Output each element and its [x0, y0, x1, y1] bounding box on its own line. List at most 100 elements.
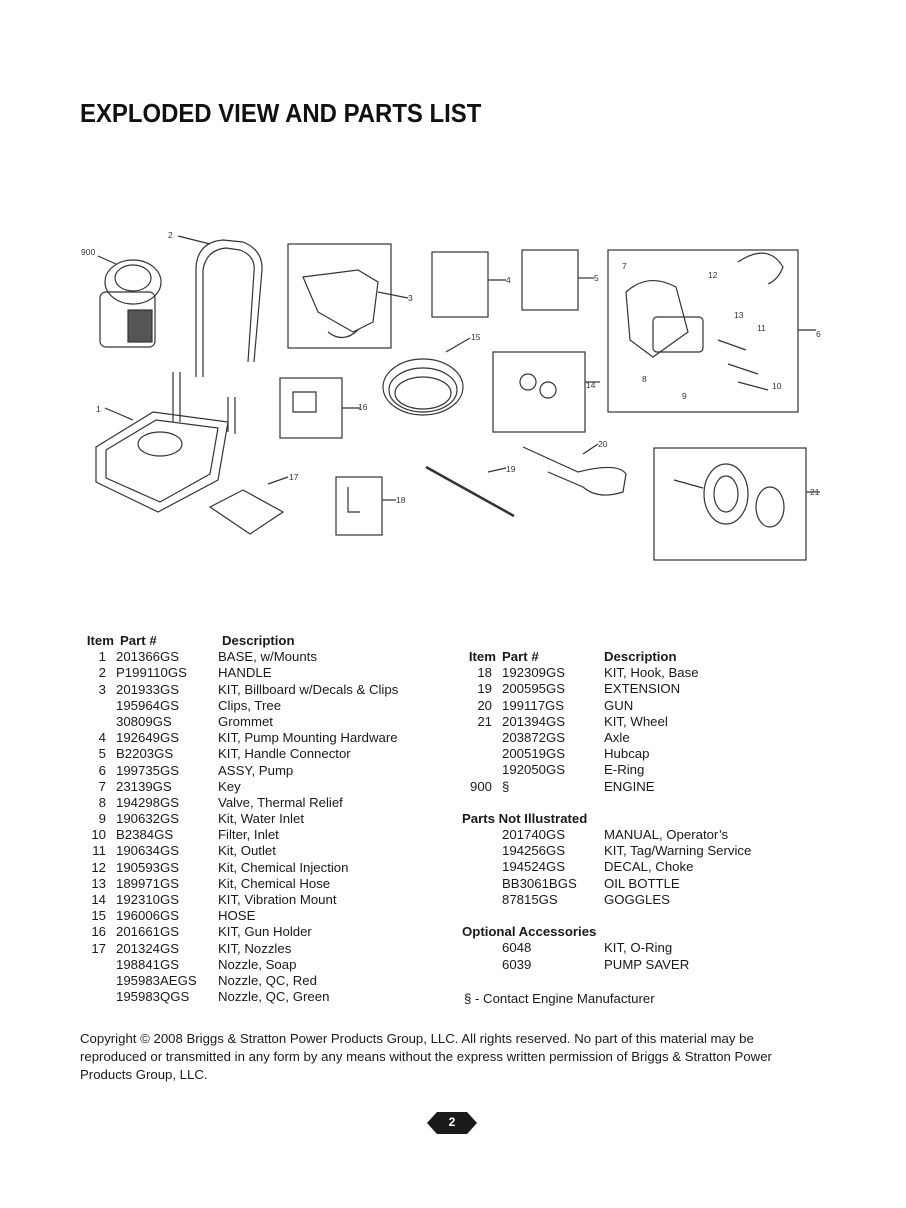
- table-row: 194256GS KIT, Tag/Warning Service: [462, 843, 802, 859]
- part-number: 199735GS: [116, 762, 180, 778]
- svg-text:12: 12: [708, 270, 718, 280]
- item-number: 9: [98, 811, 106, 827]
- item-number: 2: [98, 665, 106, 681]
- part-number: 6048: [502, 940, 532, 956]
- engine-illustration: [97, 255, 162, 348]
- part-description: E-Ring: [604, 762, 645, 778]
- item-number: [84, 698, 116, 714]
- part-number: 190593GS: [116, 859, 180, 875]
- part-number: 201740GS: [502, 827, 566, 843]
- table-row: 192050GS E-Ring: [462, 762, 802, 778]
- svg-text:900: 900: [81, 247, 95, 257]
- item-number: 17: [91, 940, 106, 956]
- svg-text:1: 1: [96, 404, 101, 414]
- part-number: 200595GS: [502, 681, 566, 697]
- part-description: KIT, Handle Connector: [218, 746, 351, 762]
- item-number: 1: [98, 649, 106, 665]
- section-title-accessories: Optional Accessories: [462, 924, 597, 940]
- table-row: 19 200595GS EXTENSION: [462, 681, 802, 697]
- svg-text:18: 18: [396, 495, 406, 505]
- part-number: 195964GS: [116, 697, 180, 713]
- part-number: 195983QGS: [116, 989, 190, 1005]
- table-row: 195964GS Clips, Tree: [84, 698, 444, 714]
- part-number: 194524GS: [502, 859, 566, 875]
- part-description: HOSE: [218, 908, 256, 924]
- svg-text:13: 13: [734, 310, 744, 320]
- header-item: Item: [86, 633, 114, 648]
- part-number: 199117GS: [502, 697, 565, 713]
- part-number: 194256GS: [502, 843, 566, 859]
- callout-labels: 900 2 3 4 5 7 12 13 11 6 8 9 10 15 14 1 …: [81, 230, 821, 505]
- item-number: 12: [91, 859, 106, 875]
- item-number: 21: [477, 713, 492, 729]
- part-description: Kit, Chemical Injection: [218, 859, 349, 875]
- header-part: Part #: [502, 649, 539, 664]
- page-title: EXPLODED VIEW AND PARTS LIST: [80, 98, 482, 128]
- item-number: [84, 989, 116, 1005]
- part-description: KIT, Wheel: [604, 713, 668, 729]
- part-description: Kit, Outlet: [218, 843, 276, 859]
- spacer: [462, 908, 802, 924]
- part-number: 23139GS: [116, 778, 172, 794]
- page-number: 2: [448, 1115, 456, 1129]
- part-description: HANDLE: [218, 665, 272, 681]
- part-description: Grommet: [218, 713, 273, 729]
- part-number: 192310GS: [116, 892, 180, 907]
- svg-text:4: 4: [506, 275, 511, 285]
- svg-text:15: 15: [471, 332, 481, 342]
- item-number: [84, 714, 116, 730]
- item-number: 3: [98, 681, 106, 697]
- part-number: 192050GS: [502, 762, 566, 778]
- item-number: [462, 957, 502, 973]
- item-number: [462, 827, 502, 843]
- item-number: 19: [477, 681, 492, 697]
- table-row: 195983QGS Nozzle, QC, Green: [84, 989, 444, 1005]
- item-number: 900: [469, 778, 492, 794]
- svg-text:3: 3: [408, 293, 413, 303]
- item-number: [462, 876, 502, 892]
- svg-text:19: 19: [506, 464, 516, 474]
- part-description: Key: [218, 778, 241, 794]
- page-badge-shape: [427, 1112, 477, 1134]
- item-number: 13: [91, 875, 106, 891]
- header-desc: Description: [604, 649, 677, 664]
- header-desc: Description: [222, 633, 295, 648]
- header-item: Item: [468, 649, 496, 664]
- item-number: 14: [91, 892, 106, 907]
- part-description: Nozzle, QC, Green: [218, 989, 330, 1005]
- part-number: 201394GS: [502, 713, 566, 729]
- part-number: B2384GS: [116, 827, 174, 843]
- part-description: Filter, Inlet: [218, 827, 279, 843]
- item-number: 8: [98, 794, 106, 810]
- copyright-notice: Copyright © 2008 Briggs & Stratton Power…: [80, 1031, 772, 1082]
- item-number: 18: [477, 665, 492, 681]
- footnote: § - Contact Engine Manufacturer: [464, 991, 655, 1006]
- part-number: 192309GS: [502, 665, 566, 681]
- svg-text:6: 6: [816, 329, 821, 339]
- part-description: EXTENSION: [604, 681, 681, 697]
- part-number: 200519GS: [502, 746, 566, 762]
- part-description: KIT, Tag/Warning Service: [604, 843, 752, 859]
- part-description: Clips, Tree: [218, 697, 282, 713]
- svg-text:14: 14: [586, 380, 596, 390]
- table-header: Item Part # Description: [462, 649, 802, 665]
- part-description: OIL BOTTLE: [604, 875, 680, 891]
- part-number: 194298GS: [116, 794, 180, 810]
